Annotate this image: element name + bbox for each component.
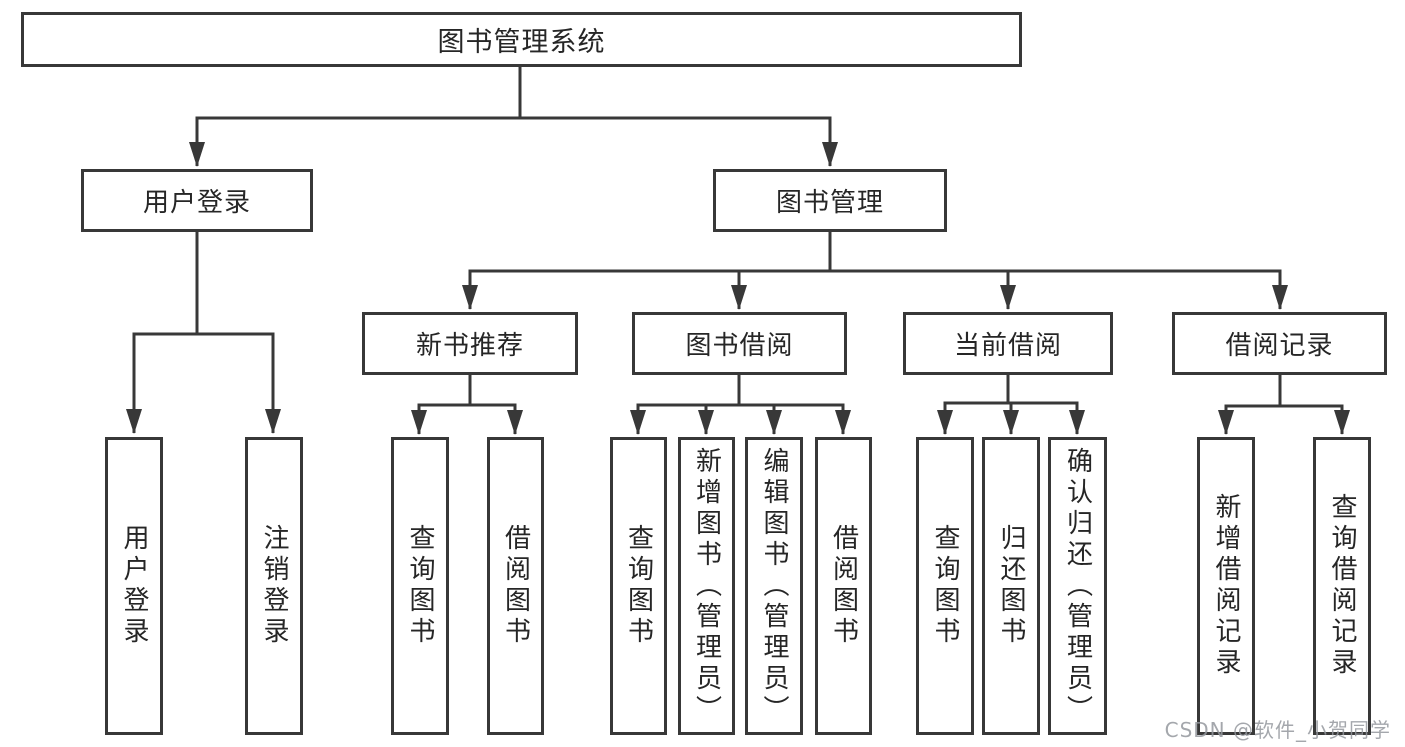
leaf-br-add-borrow-record: 新增借阅记录	[1197, 437, 1255, 735]
node-user-login: 用户登录	[81, 169, 313, 232]
node-label: 借阅图书	[500, 524, 531, 648]
leaf-nbr-query-books: 查询图书	[391, 437, 449, 735]
node-label: 新增图书（管理员）	[691, 446, 722, 726]
node-label: 归还图书	[996, 524, 1026, 648]
leaf-cb-query-books: 查询图书	[916, 437, 974, 735]
node-label: 查询图书	[405, 524, 435, 648]
leaf-bb-add-book-admin: 新增图书（管理员）	[678, 437, 735, 735]
node-label: 图书借阅	[685, 331, 794, 361]
node-label: 新书推荐	[415, 331, 524, 361]
node-new-book-recommendation: 新书推荐	[362, 312, 578, 375]
node-label: 确认归还（管理员）	[1062, 446, 1093, 726]
node-label: 当前借阅	[953, 331, 1062, 361]
node-book-borrowing: 图书借阅	[632, 312, 847, 375]
node-label: 用户登录	[119, 524, 149, 648]
node-label: 借阅记录	[1225, 331, 1334, 361]
node-label: 编辑图书（管理员）	[759, 446, 789, 726]
leaf-cb-confirm-return-admin: 确认归还（管理员）	[1048, 437, 1107, 735]
node-label: 用户登录	[142, 188, 251, 218]
node-label: 图书管理	[775, 188, 884, 218]
node-borrowing-records: 借阅记录	[1172, 312, 1387, 375]
leaf-nbr-borrow-books: 借阅图书	[487, 437, 544, 735]
leaf-user-login: 用户登录	[105, 437, 163, 735]
leaf-br-query-borrow-record: 查询借阅记录	[1313, 437, 1371, 735]
node-label: 新增借阅记录	[1211, 493, 1241, 679]
leaf-bb-edit-book-admin: 编辑图书（管理员）	[745, 437, 803, 735]
node-label: 查询图书	[930, 524, 960, 648]
node-label: 查询图书	[623, 524, 654, 648]
node-book-management-system: 图书管理系统	[21, 12, 1022, 67]
leaf-logout-login: 注销登录	[245, 437, 303, 735]
node-current-borrowing: 当前借阅	[903, 312, 1113, 375]
node-label: 图书管理系统	[437, 27, 606, 58]
node-label: 借阅图书	[828, 524, 859, 648]
leaf-bb-borrow-books: 借阅图书	[815, 437, 872, 735]
node-label: 查询借阅记录	[1327, 493, 1357, 679]
leaf-cb-return-books: 归还图书	[982, 437, 1040, 735]
leaf-bb-query-books: 查询图书	[610, 437, 667, 735]
node-book-management: 图书管理	[713, 169, 947, 232]
csdn-watermark: CSDN @软件_小贺同学	[1164, 718, 1391, 742]
node-label: 注销登录	[259, 524, 289, 648]
